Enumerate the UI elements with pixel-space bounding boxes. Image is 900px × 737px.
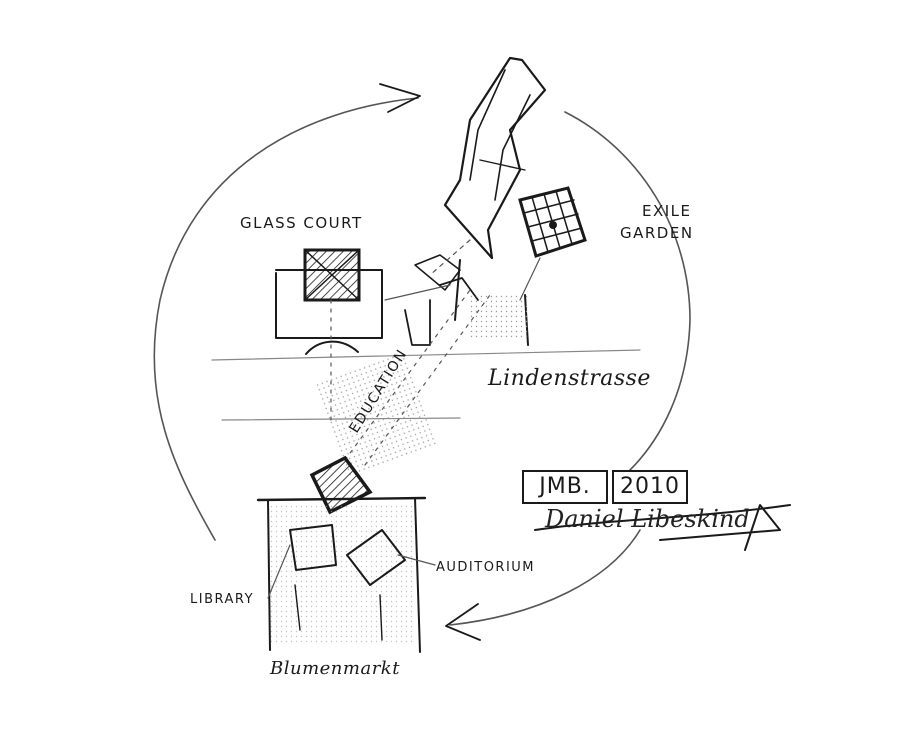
entrance-fragments [384,254,530,346]
title-box-2010: 2010 [612,470,688,504]
exile-garden-block [518,186,587,301]
title-box-jmb: JMB. [522,470,608,504]
label-lindenstrasse: Lindenstrasse [488,366,651,391]
label-exile-garden-2: GARDEN [620,224,694,242]
circulation-arc-bottom [449,529,641,626]
label-exile-garden-1: EXILE [642,202,692,220]
label-library: LIBRARY [190,592,255,607]
label-blumenmarkt: Blumenmarkt [270,658,400,679]
zigzag-building [443,56,547,260]
arrowhead-bottom [445,603,481,641]
arrowhead-top [379,83,421,113]
signature: Daniel Libeskind [545,505,750,533]
label-glass-court: GLASS COURT [240,214,363,232]
glass-court-building [275,248,383,421]
label-auditorium: AUDITORIUM [436,560,536,575]
circulation-arc-left [153,97,419,541]
circulation-arc-right [564,111,691,471]
street-line-1 [211,349,641,361]
education-axis [309,289,491,515]
lower-building [256,496,436,653]
signature-stroke [534,504,791,551]
